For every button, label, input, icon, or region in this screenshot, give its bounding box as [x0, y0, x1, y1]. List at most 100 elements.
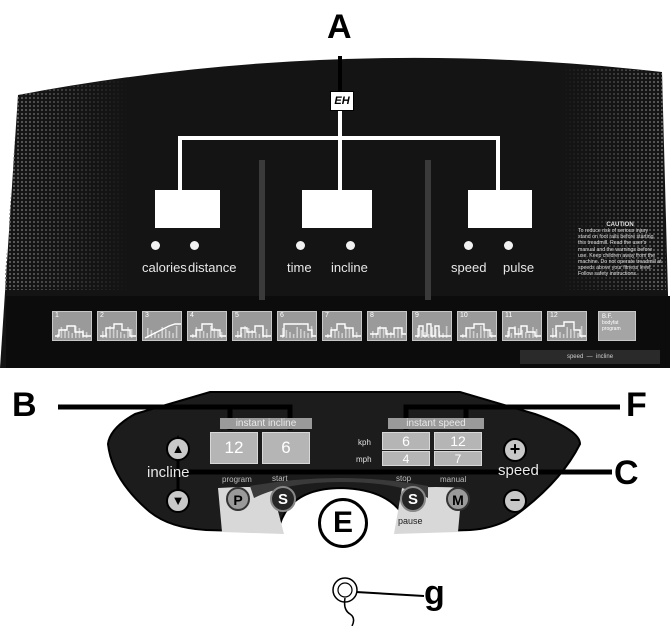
program-number: 1: [55, 312, 59, 319]
program-number: 8: [370, 312, 374, 319]
incline-12-button[interactable]: 12: [210, 432, 258, 464]
bodyfat-line2: bodyfat: [602, 320, 619, 326]
program-profile-icon: [370, 326, 406, 338]
window-time-incline: [302, 190, 372, 228]
kph-label: kph: [358, 438, 371, 447]
minus-icon: −: [509, 490, 521, 510]
legend-incline: incline: [596, 354, 614, 360]
program-button-4[interactable]: 4: [187, 311, 227, 341]
speed-label: speed: [498, 462, 539, 479]
program-button-3[interactable]: 3: [142, 311, 182, 341]
chevron-up-icon: ▲: [171, 441, 185, 456]
incline-up-button[interactable]: ▲: [166, 437, 190, 461]
chevron-down-icon: ▼: [171, 493, 185, 508]
program-bodyfat-button[interactable]: B.F. bodyfat program: [598, 311, 636, 341]
speed-4mph-button[interactable]: 4: [382, 451, 430, 466]
program-number: 11: [505, 312, 513, 319]
program-button-6[interactable]: 6: [277, 311, 317, 341]
plus-icon: +: [509, 439, 521, 459]
program-profile-icon: [325, 323, 361, 338]
label-incline: incline: [331, 260, 368, 275]
program-legend: speed — incline: [520, 350, 660, 364]
label-distance: distance: [188, 260, 237, 275]
program-profile-icon: [550, 321, 586, 338]
caution-title: CAUTION: [606, 222, 634, 228]
program-profile-icon: [190, 323, 226, 338]
program-button-11[interactable]: 11: [502, 311, 542, 341]
label-pulse: pulse: [503, 260, 535, 275]
callout-f: F: [626, 386, 647, 424]
program-button-5[interactable]: 5: [232, 311, 272, 341]
label-calories: calories: [142, 260, 187, 275]
start-label: start: [272, 474, 288, 483]
program-number: 5: [235, 312, 239, 319]
instant-incline-title: instant incline: [220, 418, 312, 429]
program-profile-icon: [55, 325, 91, 338]
window-speed-pulse: [468, 190, 532, 228]
program-profile-icon: [280, 323, 316, 338]
callout-g: g: [424, 574, 445, 612]
program-number: 12: [550, 312, 558, 319]
instant-speed-title: instant speed: [388, 418, 484, 429]
caution-notice: CAUTION To reduce risk of serious injury…: [578, 222, 662, 278]
stop-button[interactable]: S: [400, 486, 426, 512]
speed-down-button[interactable]: −: [503, 489, 527, 513]
program-button-8[interactable]: 8: [367, 311, 407, 341]
led-incline: [346, 241, 355, 250]
bodyfat-line1: B.F.: [602, 314, 613, 320]
speed-6kph-button[interactable]: 6: [382, 432, 430, 450]
led-distance: [190, 241, 199, 250]
incline-down-button[interactable]: ▼: [166, 489, 190, 513]
program-button-2[interactable]: 2: [97, 311, 137, 341]
program-profile-icon: [100, 323, 136, 338]
manual-button[interactable]: M: [446, 487, 470, 511]
label-time: time: [287, 260, 312, 275]
speed-7mph-button[interactable]: 7: [434, 451, 482, 466]
program-number: 2: [100, 312, 104, 319]
emergency-key-slot[interactable]: E: [318, 498, 368, 548]
callout-c: C: [614, 454, 639, 492]
stop-label: stop: [396, 474, 412, 483]
speed-12kph-button[interactable]: 12: [434, 432, 482, 450]
safety-key-icon: [332, 577, 358, 626]
led-speed: [464, 241, 473, 250]
program-number: 10: [460, 312, 468, 319]
speed-up-button[interactable]: +: [503, 438, 527, 462]
manual-label: manual: [440, 475, 467, 484]
start-button[interactable]: S: [270, 486, 296, 512]
caution-body: To reduce risk of serious injury stand o…: [578, 228, 662, 278]
window-calories-distance: [155, 190, 220, 228]
led-pulse: [504, 241, 513, 250]
program-button-10[interactable]: 10: [457, 311, 497, 341]
program-number: 9: [415, 312, 419, 319]
program-profile-icon: [505, 325, 541, 338]
led-time: [296, 241, 305, 250]
program-profile-icon: [235, 325, 271, 338]
brand-logo-text: EH: [334, 95, 350, 107]
program-number: 4: [190, 312, 194, 319]
program-button-7[interactable]: 7: [322, 311, 362, 341]
program-button-1[interactable]: 1: [52, 311, 92, 341]
program-number: 3: [145, 312, 149, 319]
program-profile-icon: [415, 323, 451, 338]
brand-logo: EH: [330, 91, 354, 111]
program-profile-icon: [144, 323, 181, 339]
program-label: program: [222, 475, 252, 484]
legend-speed: speed: [566, 354, 584, 360]
program-number: 7: [325, 312, 329, 319]
pause-label: pause: [398, 516, 423, 526]
program-button-9[interactable]: 9: [412, 311, 452, 341]
callout-a: A: [327, 8, 352, 46]
mph-label: mph: [356, 455, 372, 464]
program-button-12[interactable]: 12: [547, 311, 587, 341]
led-calories: [151, 241, 160, 250]
callout-b: B: [12, 386, 37, 424]
incline-label: incline: [147, 464, 190, 481]
incline-6-button[interactable]: 6: [262, 432, 310, 464]
program-profile-icon: [460, 323, 496, 338]
bodyfat-line3: program: [602, 326, 621, 332]
label-speed: speed: [451, 260, 487, 275]
program-number: 6: [280, 312, 284, 319]
program-button[interactable]: P: [226, 487, 250, 511]
